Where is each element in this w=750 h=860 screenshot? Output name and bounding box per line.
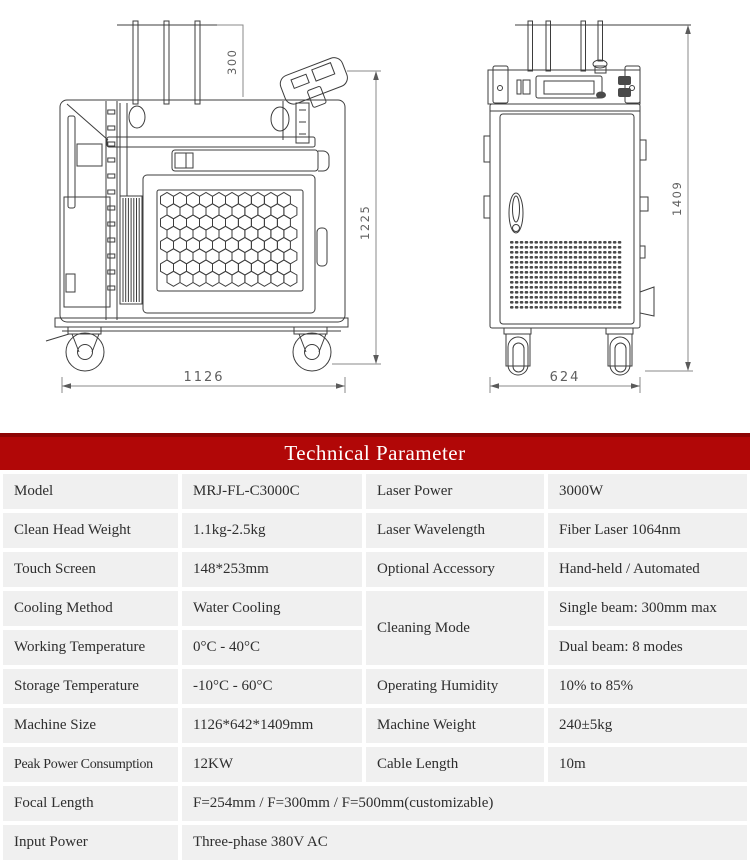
param-value-model: MRJ-FL-C3000C [182,474,362,509]
param-value-cleaning-mode-dual: Dual beam: 8 modes [548,630,747,665]
parameter-table: Model MRJ-FL-C3000C Laser Power 3000W Cl… [0,474,750,860]
param-label-operating-humidity: Operating Humidity [366,669,544,704]
dimension-label-machine-width: 1126 [183,370,224,385]
machine-body-side [59,99,346,323]
param-value-working-temperature: 0°C - 40°C [182,630,362,665]
side-handle [316,227,328,267]
param-label-cable-length: Cable Length [366,747,544,782]
param-value-optional-accessory: Hand-held / Automated [548,552,747,587]
rear-view-linework [483,20,691,376]
param-label-optional-accessory: Optional Accessory [366,552,544,587]
rail-slots [107,109,116,291]
side-view-linework [45,20,349,372]
rear-view-dimensions: 1409 624 [489,25,693,393]
param-label-touch-screen: Touch Screen [3,552,178,587]
control-panel [487,65,641,105]
param-value-storage-temperature: -10°C - 60°C [182,669,362,704]
param-label-working-temperature: Working Temperature [3,630,178,665]
table-title: Technical Parameter [284,441,466,465]
param-value-clean-head-weight: 1.1kg-2.5kg [182,513,362,548]
param-label-peak-power-consumption: Peak Power Consumption [3,747,178,782]
param-value-peak-power-consumption: 12KW [182,747,362,782]
param-value-machine-size: 1126*642*1409mm [182,708,362,743]
rear-view-drawing: 1409 624 [483,20,693,393]
param-label-storage-temperature: Storage Temperature [3,669,178,704]
param-value-input-power: Three-phase 380V AC [182,825,747,860]
door-handle [508,192,524,234]
param-value-laser-power: 3000W [548,474,747,509]
param-label-laser-wavelength: Laser Wavelength [366,513,544,548]
machine-body-rear [483,103,655,329]
laser-rods [117,20,217,105]
param-value-operating-humidity: 10% to 85% [548,669,747,704]
dimension-label-rod-height: 300 [225,49,239,75]
radiator [119,195,143,305]
param-label-cooling-method: Cooling Method [3,591,178,626]
rear-wheels [503,327,634,376]
param-label-clean-head-weight: Clean Head Weight [3,513,178,548]
hex-mesh-panel [142,174,316,314]
param-label-machine-size: Machine Size [3,708,178,743]
param-label-machine-weight: Machine Weight [366,708,544,743]
table-title-bar: Technical Parameter [0,433,750,470]
dimension-label-rear-width: 624 [550,370,581,385]
base-frame [54,317,349,335]
param-label-input-power: Input Power [3,825,178,860]
gun-holder [279,57,348,108]
side-view-dimensions: 300 1225 1126 [61,24,381,393]
param-label-laser-power: Laser Power [366,474,544,509]
param-value-laser-wavelength: Fiber Laser 1064nm [548,513,747,548]
horizontal-rails [106,136,330,172]
param-value-focal-length: F=254mm / F=300mm / F=500mm(customizable… [182,786,747,821]
param-label-model: Model [3,474,178,509]
ventilation-grille [510,241,622,309]
param-value-cable-length: 10m [548,747,747,782]
caster-wheel-right [292,332,332,372]
caster-wheel-left [45,332,105,372]
param-value-machine-weight: 240±5kg [548,708,747,743]
laser-rods-rear [515,20,691,74]
param-value-touch-screen: 148*253mm [182,552,362,587]
side-view-drawing: 300 1225 1126 [45,20,381,393]
param-value-cleaning-mode-single: Single beam: 300mm max [548,591,747,626]
dimension-label-rear-height: 1409 [670,181,684,216]
param-label-focal-length: Focal Length [3,786,178,821]
dimension-label-machine-height: 1225 [358,205,372,240]
param-value-cooling-method: Water Cooling [182,591,362,626]
param-label-cleaning-mode: Cleaning Mode [366,591,544,665]
display-screen [535,75,603,99]
